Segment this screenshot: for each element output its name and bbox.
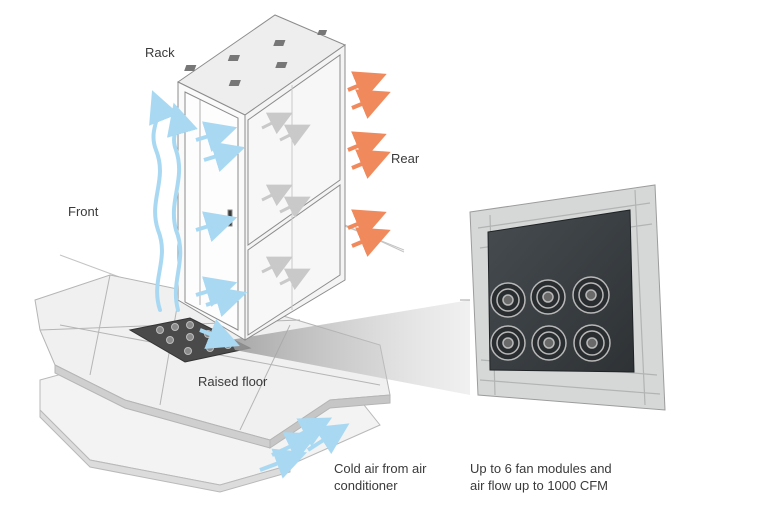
- fan-tray-image: [460, 184, 666, 411]
- rear-label: Rear: [391, 151, 420, 166]
- rack-label: Rack: [145, 45, 175, 60]
- cold-air-arrow-icon: [195, 121, 350, 479]
- fan-icon: [530, 279, 566, 315]
- front-label: Front: [68, 204, 99, 219]
- fan-caption-line2: air flow up to 1000 CFM: [470, 478, 609, 493]
- internal-airflow-arrows: [261, 112, 311, 291]
- fan-icon: [490, 325, 526, 361]
- cold-air-label-line2: conditioner: [334, 478, 398, 493]
- fan-icon: [490, 282, 526, 318]
- cold-air-arrow-icon: [149, 90, 198, 312]
- hot-air-arrow-icon: [347, 71, 391, 257]
- magnification-beam: [230, 300, 470, 395]
- raised-floor: [34, 274, 391, 449]
- fan-icon: [531, 325, 567, 361]
- fan-icon: [572, 276, 610, 314]
- fan-caption-line1: Up to 6 fan modules and: [470, 461, 612, 476]
- raised-floor-label: Raised floor: [198, 374, 268, 389]
- cold-air-label-line1: Cold air from air: [334, 461, 427, 476]
- fan-icon: [573, 324, 611, 362]
